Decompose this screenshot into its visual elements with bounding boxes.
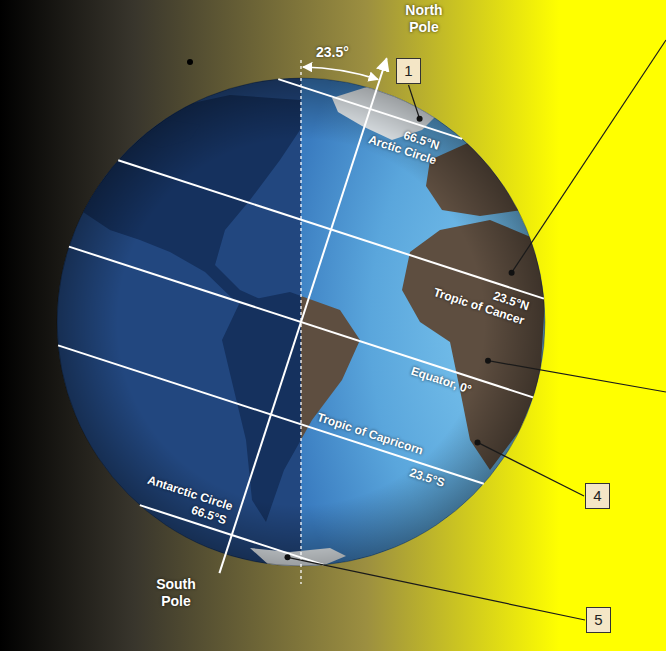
leader-line	[512, 40, 666, 273]
leader-dot	[285, 554, 291, 560]
leader-dot	[509, 270, 515, 276]
callout-number: 4	[593, 487, 601, 505]
callout-number: 5	[594, 611, 602, 629]
marker-dot	[187, 59, 193, 65]
leader-dot	[485, 358, 491, 364]
callout-box: 4	[585, 483, 610, 509]
angle-label: 23.5°	[316, 44, 349, 61]
earth-axis	[219, 59, 386, 574]
callout-number: 1	[404, 62, 412, 80]
leader-dots	[285, 116, 515, 561]
tilt-angle-arc	[303, 67, 378, 80]
leader-line	[409, 85, 420, 119]
leader-lines	[288, 40, 666, 620]
leader-dot	[417, 116, 423, 122]
pole-label: North Pole	[396, 2, 452, 36]
pole-label: South Pole	[148, 576, 204, 610]
leader-dot	[475, 439, 481, 445]
callout-box: 1	[396, 58, 421, 84]
leader-line	[488, 361, 666, 392]
leader-line	[478, 442, 585, 496]
leader-line	[288, 557, 586, 620]
callout-box: 5	[586, 607, 611, 633]
latitude-lines	[0, 0, 619, 648]
